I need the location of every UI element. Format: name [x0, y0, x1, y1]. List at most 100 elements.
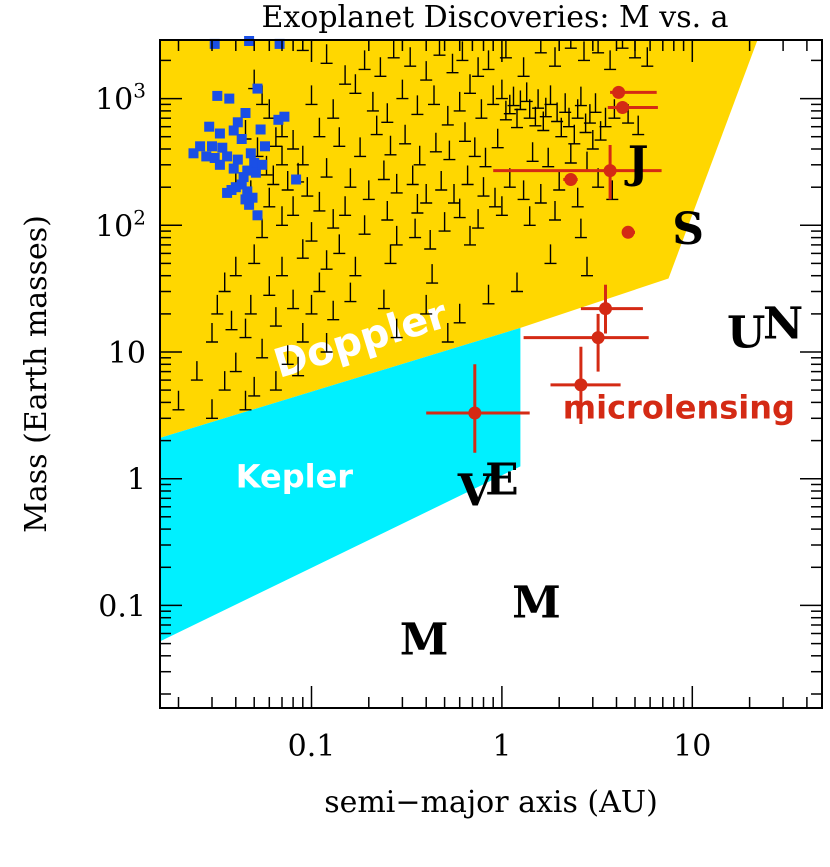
doppler-point — [459, 122, 471, 142]
doppler-point — [511, 272, 523, 293]
doppler-point — [537, 111, 550, 132]
x-axis-title: semi−major axis (AU) — [324, 785, 658, 820]
doppler-point — [517, 180, 530, 201]
microlensing-point — [468, 406, 482, 420]
doppler-point — [381, 201, 394, 221]
doppler-point — [542, 147, 555, 168]
doppler-point — [390, 318, 403, 339]
doppler-point — [411, 95, 424, 116]
doppler-point — [514, 90, 527, 111]
y-tick-label: 103 — [95, 79, 146, 118]
kepler-region-label: Kepler — [236, 458, 354, 496]
transit-point — [255, 124, 266, 135]
doppler-point — [507, 86, 520, 107]
doppler-point — [296, 239, 309, 259]
doppler-point — [229, 256, 242, 277]
microlensing-label: microlensing — [563, 388, 795, 426]
doppler-point — [362, 180, 375, 201]
doppler-point — [589, 93, 602, 113]
transit-point — [244, 199, 255, 210]
doppler-point — [616, 40, 629, 49]
doppler-point — [438, 212, 451, 232]
doppler-point — [327, 209, 340, 229]
doppler-point — [426, 264, 439, 284]
doppler-point — [472, 209, 485, 229]
y-tick-label-base: 10 — [95, 83, 133, 118]
doppler-point — [571, 187, 584, 208]
doppler-point — [604, 50, 617, 71]
doppler-point — [248, 244, 261, 265]
doppler-point — [384, 135, 397, 156]
transit-point — [214, 128, 225, 139]
doppler-point — [428, 85, 440, 106]
transit-point — [209, 153, 220, 163]
doppler-point — [453, 91, 466, 112]
doppler-point — [532, 89, 545, 109]
transit-point — [245, 148, 256, 159]
doppler-point — [387, 40, 400, 59]
doppler-point — [390, 173, 403, 194]
doppler-point — [544, 85, 557, 106]
doppler-point — [384, 244, 397, 265]
doppler-point — [586, 130, 599, 150]
transit-point — [240, 194, 251, 205]
y-tick-label: 1 — [127, 463, 146, 498]
doppler-point — [374, 57, 387, 77]
transit-point — [222, 187, 233, 198]
doppler-point — [239, 318, 252, 339]
doppler-point — [411, 194, 424, 214]
doppler-point — [366, 91, 379, 112]
y-tick-label-exponent: 2 — [133, 205, 146, 229]
y-tick-label-base: 0.1 — [98, 589, 146, 624]
doppler-point — [420, 61, 433, 81]
doppler-point — [313, 191, 326, 212]
doppler-point — [354, 137, 367, 158]
doppler-point — [499, 100, 512, 121]
doppler-point — [592, 40, 605, 54]
doppler-point — [555, 117, 568, 138]
doppler-point — [495, 196, 508, 216]
doppler-point — [339, 65, 352, 85]
transit-point — [232, 117, 243, 128]
doppler-point — [487, 85, 500, 106]
doppler-point — [489, 187, 501, 208]
doppler-point — [358, 215, 371, 235]
doppler-point — [583, 104, 596, 124]
kepler-region — [160, 327, 521, 642]
transit-point — [228, 163, 239, 174]
y-tick-label: 0.1 — [98, 589, 146, 624]
doppler-point — [404, 47, 417, 67]
doppler-point — [448, 184, 460, 204]
doppler-point — [520, 82, 533, 103]
microlensing-point — [612, 85, 626, 99]
doppler-point — [320, 250, 333, 270]
doppler-point — [564, 40, 577, 49]
doppler-point — [349, 256, 362, 277]
doppler-point — [320, 158, 333, 178]
doppler-point — [441, 105, 454, 126]
y-tick-label-exponent: 3 — [133, 79, 146, 103]
transit-point — [236, 134, 247, 144]
doppler-point — [441, 323, 454, 343]
doppler-point — [225, 310, 238, 331]
planet-label-uranus: U — [727, 308, 765, 359]
transit-point — [249, 158, 260, 168]
doppler-point — [464, 225, 476, 246]
transit-point — [257, 159, 268, 170]
transit-point — [252, 210, 263, 221]
doppler-point — [172, 390, 185, 411]
planet-label-saturn: S — [672, 204, 704, 255]
transit-point — [201, 151, 212, 162]
doppler-point — [269, 371, 282, 391]
transit-point — [247, 192, 258, 203]
transit-point — [291, 174, 302, 185]
doppler-point — [248, 376, 261, 397]
transit-point — [204, 121, 215, 132]
doppler-point — [482, 284, 495, 305]
microlensing-point — [621, 225, 635, 239]
doppler-point — [453, 303, 466, 324]
doppler-point — [206, 323, 218, 343]
doppler-point — [472, 57, 485, 77]
doppler-point — [406, 165, 419, 186]
